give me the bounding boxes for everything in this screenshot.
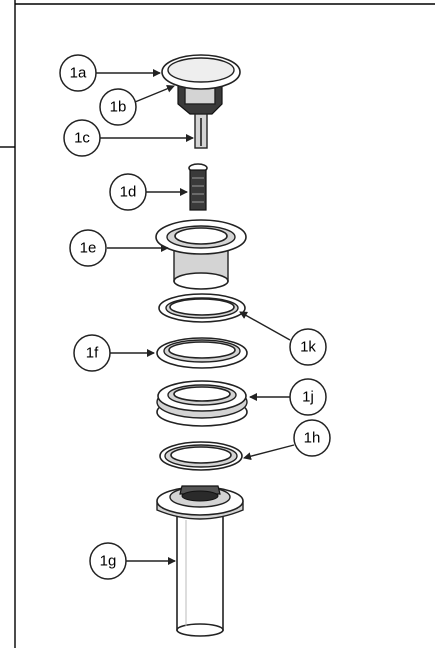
callout-label: 1a [70,65,87,82]
callout-label: 1j [302,389,314,406]
callout-1b: 1b [99,88,137,126]
callout-label: 1h [304,430,321,447]
body-tailpiece-part [156,485,244,637]
spring-screw-part [188,163,208,211]
callout-1f: 1f [73,334,111,372]
callout-label: 1e [80,240,97,257]
callout-1c: 1c [63,119,101,157]
gasket-part [156,380,248,427]
callout-label: 1f [86,345,99,362]
callout-1j: 1j [289,378,327,416]
callout-1g: 1g [89,542,127,580]
stem-part [194,113,208,149]
washer-part [156,337,248,369]
ring-bottom-part [159,441,243,471]
callout-label: 1k [300,339,316,356]
callout-1a: 1a [59,54,97,92]
callout-label: 1g [100,553,117,570]
callout-label: 1b [110,99,127,116]
callout-1k: 1k [289,328,327,366]
cap-part [161,54,241,115]
flange-part [155,219,247,290]
callout-1h: 1h [293,419,331,457]
callout-1e: 1e [69,229,107,267]
leader-lines [96,69,295,565]
callout-label: 1d [120,184,137,201]
callout-1d: 1d [109,173,147,211]
ring-top-part [158,293,246,323]
callout-label: 1c [74,130,90,147]
